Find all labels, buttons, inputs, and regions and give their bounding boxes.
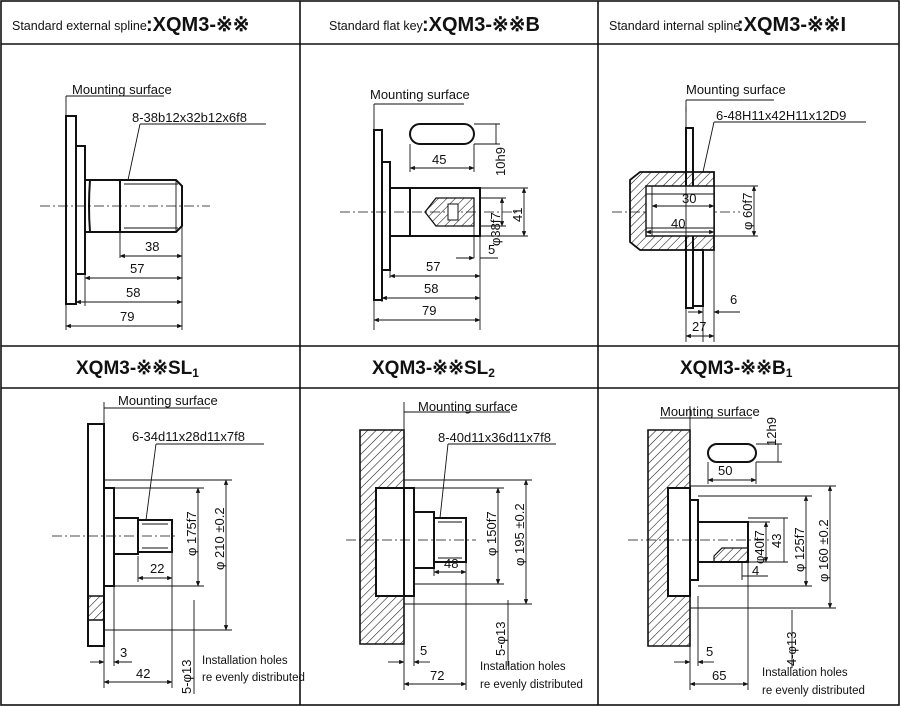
install-note: re evenly distributed <box>762 685 865 697</box>
caption-prefix: Standard external spline <box>12 19 147 33</box>
mounting-surface-label: Mounting surface <box>72 82 172 97</box>
drawing-panel-2: Mounting surface 45 10h9 φ38f7 41 5 57 5… <box>340 87 528 330</box>
dim-label: 5-φ13 <box>179 660 194 694</box>
dim-label: 5 <box>488 242 495 257</box>
dim-label: 50 <box>718 463 732 478</box>
dim-label: 79 <box>422 303 436 318</box>
model-code: XQM3-※※SL1 <box>76 358 199 380</box>
dim-label: φ40f7 <box>752 530 767 564</box>
dim-label: φ 60f7 <box>740 193 755 230</box>
dim-label: 38 <box>145 239 159 254</box>
dim-label: 57 <box>426 259 440 274</box>
dim-label: 65 <box>712 668 726 683</box>
model-code: :XQM3-※※B <box>422 14 540 36</box>
install-note: Installation holes <box>202 655 288 667</box>
header-panel-4: XQM3-※※SL1 <box>76 358 199 380</box>
dim-label: 5 <box>706 644 713 659</box>
model-code: :XQM3-※※I <box>737 14 846 36</box>
drawing-panel-6: Mounting surface 12h9 50 φ40f7 43 φ 125f… <box>628 404 865 697</box>
drawing-panel-4: Mounting surface 6-34d11x28d11x7f8 22 φ … <box>52 393 305 694</box>
dim-label: φ 160 ±0.2 <box>816 519 831 582</box>
dim-label: 12h9 <box>764 417 779 446</box>
spline-spec: 6-48H11x42H11x12D9 <box>716 108 846 123</box>
dim-label: 42 <box>136 666 150 681</box>
install-note: re evenly distributed <box>202 672 305 684</box>
dim-label: φ38f7 <box>488 212 503 246</box>
dim-label: 48 <box>444 556 458 571</box>
mounting-surface-label: Mounting surface <box>686 82 786 97</box>
dim-label: 10h9 <box>493 147 508 176</box>
install-note: Installation holes <box>480 661 566 673</box>
install-note: re evenly distributed <box>480 679 583 691</box>
dim-label: 3 <box>120 645 127 660</box>
caption-prefix: Standard internal spline <box>609 19 740 33</box>
mounting-surface-label: Mounting surface <box>370 87 470 102</box>
dim-label: φ 150f7 <box>484 511 499 556</box>
dim-label: 45 <box>432 152 446 167</box>
spline-spec: 6-34d11x28d11x7f8 <box>132 429 245 444</box>
header-panel-1: Standard external spline :XQM3-※※ <box>12 14 250 36</box>
spline-spec: 8-40d11x36d11x7f8 <box>438 430 551 445</box>
drawing-panel-1: Mounting surface 8-38b12x32b12x6f8 38 57… <box>40 82 266 330</box>
dim-label: φ 125f7 <box>792 527 807 572</box>
dim-label: φ 175f7 <box>184 511 199 556</box>
dim-label: 72 <box>430 668 444 683</box>
header-panel-5: XQM3-※※SL2 <box>372 358 495 380</box>
dim-label: 5-φ13 <box>493 622 508 656</box>
mounting-surface-label: Mounting surface <box>118 393 218 408</box>
dim-label: 41 <box>510 208 525 222</box>
install-note: Installation holes <box>762 667 848 679</box>
model-code: XQM3-※※B1 <box>680 358 793 380</box>
dim-label: 58 <box>126 285 140 300</box>
header-panel-3: Standard internal spline :XQM3-※※I <box>609 14 846 36</box>
dim-label: 57 <box>130 261 144 276</box>
dim-label: 40 <box>671 216 685 231</box>
drawing-panel-3: Mounting surface 6-48H11x42H11x12D9 30 4… <box>612 82 866 342</box>
dim-label: 6 <box>730 292 737 307</box>
dim-label: φ 195 ±0.2 <box>512 503 527 566</box>
drawing-panel-5: Mounting surface 8-40d11x36d11x7f8 48 φ … <box>346 399 583 691</box>
dim-label: 5 <box>420 643 427 658</box>
dim-label: 79 <box>120 309 134 324</box>
dim-label: 43 <box>769 534 784 548</box>
dim-label: 30 <box>682 191 696 206</box>
model-code: XQM3-※※SL2 <box>372 358 495 380</box>
caption-prefix: Standard flat key <box>329 19 424 33</box>
dim-label: 22 <box>150 561 164 576</box>
mounting-surface-label: Mounting surface <box>418 399 518 414</box>
mounting-surface-label: Mounting surface <box>660 404 760 419</box>
model-code: :XQM3-※※ <box>146 14 250 36</box>
dim-label: 4-φ13 <box>784 632 799 666</box>
spline-spec: 8-38b12x32b12x6f8 <box>132 110 247 125</box>
header-panel-6: XQM3-※※B1 <box>680 358 793 380</box>
dim-label: 4 <box>752 563 759 578</box>
dim-label: 27 <box>692 319 706 334</box>
dim-label: 58 <box>424 281 438 296</box>
dim-label: φ 210 ±0.2 <box>212 507 227 570</box>
header-panel-2: Standard flat key :XQM3-※※B <box>329 14 540 36</box>
